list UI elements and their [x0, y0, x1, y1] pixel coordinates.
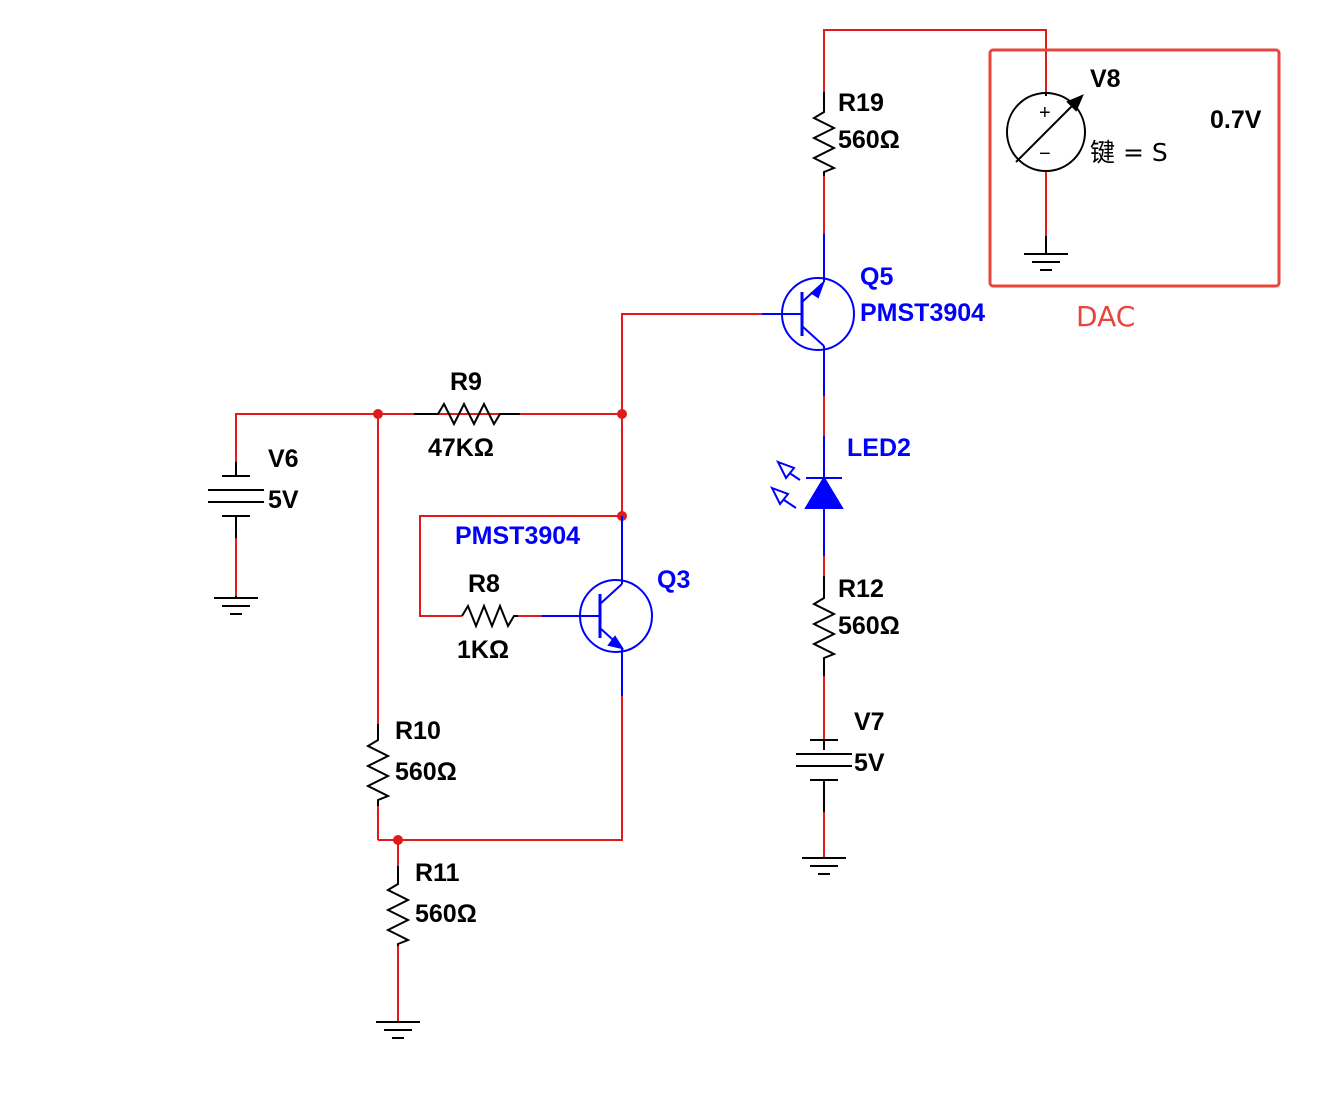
v8-plus-sign: + — [1039, 102, 1051, 124]
resistor-r8 — [461, 603, 518, 629]
v7-value: 5V — [854, 749, 885, 777]
v7-name: V7 — [854, 708, 885, 736]
r9-value: 47KΩ — [428, 434, 494, 462]
transistor-q5 — [762, 234, 855, 396]
resistor-r9 — [414, 401, 520, 427]
dac-label: DAC — [1076, 300, 1135, 333]
r11-name: R11 — [415, 859, 460, 887]
r8-name: R8 — [468, 570, 500, 598]
resistor-r10 — [365, 724, 391, 806]
ground-symbol — [801, 857, 847, 875]
battery-v6 — [208, 462, 264, 538]
resistor-r19 — [811, 92, 837, 176]
wire-bottom-bus — [378, 696, 623, 841]
v8-name: V8 — [1090, 65, 1121, 93]
ground-symbol — [1023, 236, 1069, 271]
wire-r19-to-v8 — [823, 29, 1047, 92]
transistor-q3 — [542, 516, 653, 696]
q5-model: PMST3904 — [860, 299, 985, 327]
r19-name: R19 — [838, 89, 884, 117]
resistor-r12 — [811, 576, 837, 676]
r9-name: R9 — [450, 368, 482, 396]
v8-minus-sign: − — [1039, 143, 1051, 165]
r19-value: 560Ω — [838, 126, 900, 154]
source-v8 — [1006, 92, 1086, 172]
ground-symbol — [375, 1021, 421, 1039]
wire-r8-loop — [419, 515, 622, 617]
resistor-r11 — [385, 866, 411, 946]
dac-box — [988, 48, 1281, 288]
r8-value: 1KΩ — [457, 636, 509, 664]
v8-key-label: 键 = S — [1090, 138, 1168, 167]
led-led2 — [769, 436, 844, 576]
junction-dot — [617, 409, 627, 419]
wires — [235, 29, 1047, 1022]
r12-name: R12 — [838, 575, 884, 603]
q3-model: PMST3904 — [455, 522, 580, 550]
junction-dot — [393, 835, 403, 845]
q3-name: Q3 — [657, 566, 690, 594]
v6-name: V6 — [268, 445, 299, 473]
q5-name: Q5 — [860, 263, 893, 291]
junction-dot — [373, 409, 383, 419]
battery-v7 — [796, 739, 852, 812]
v8-value: 0.7V — [1210, 106, 1262, 134]
led2-name: LED2 — [847, 434, 911, 462]
r10-value: 560Ω — [395, 758, 457, 786]
wire-r9-to-q5-base — [520, 313, 762, 415]
r11-value: 560Ω — [415, 900, 477, 928]
junction-dots — [373, 409, 627, 845]
ground-symbol — [213, 596, 259, 615]
r12-value: 560Ω — [838, 612, 900, 640]
r10-name: R10 — [395, 717, 441, 745]
v6-value: 5V — [268, 486, 299, 514]
